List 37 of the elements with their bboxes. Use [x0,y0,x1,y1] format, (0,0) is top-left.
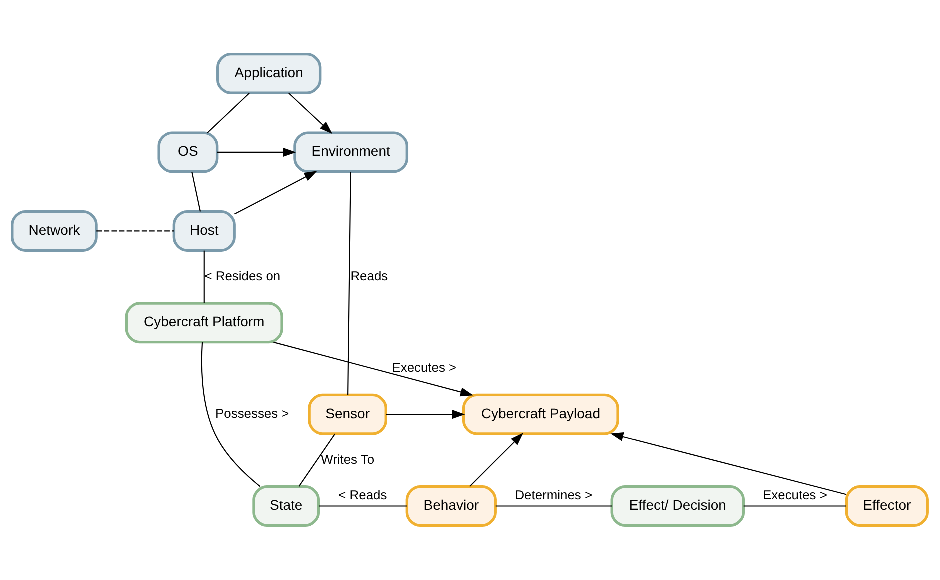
arrow [610,432,846,496]
node-box: Sensor [308,394,388,436]
node-box: State [252,486,320,528]
node-box: Effect/ Decision [610,486,746,528]
edge-label: < Resides on [204,268,281,284]
node-box: Application [216,52,322,94]
edge-label: Executes > [763,487,828,502]
connector [204,250,205,304]
node-box: Effector [845,486,929,528]
connector [318,506,407,507]
connector [744,506,847,507]
arrow [217,148,296,157]
arrow [288,92,333,134]
node-box: Network [11,210,98,252]
arrow [234,171,318,215]
node-box: Host [172,210,236,252]
node-box: Environment [294,132,409,174]
connector [192,172,202,212]
edge-label: Determines > [515,487,593,502]
arrow [386,410,466,420]
node-box: Cybercraft Platform [125,302,284,344]
arrow [470,433,524,488]
node-box: Cybercraft Payload [462,394,620,436]
connector [207,92,250,134]
arrow [274,342,474,397]
edge-label: Executes > [392,360,457,376]
node-box: Behavior [406,486,497,528]
connector [201,342,261,488]
edge-label: Reads [350,268,388,284]
node-box: OS [158,132,219,174]
connector [298,434,336,487]
connector [496,506,612,507]
edge-label: Writes To [321,452,375,467]
edge-label: < Reads [338,487,388,502]
edge-label: Possesses > [216,406,290,421]
connector [96,230,174,232]
connector [348,172,352,395]
